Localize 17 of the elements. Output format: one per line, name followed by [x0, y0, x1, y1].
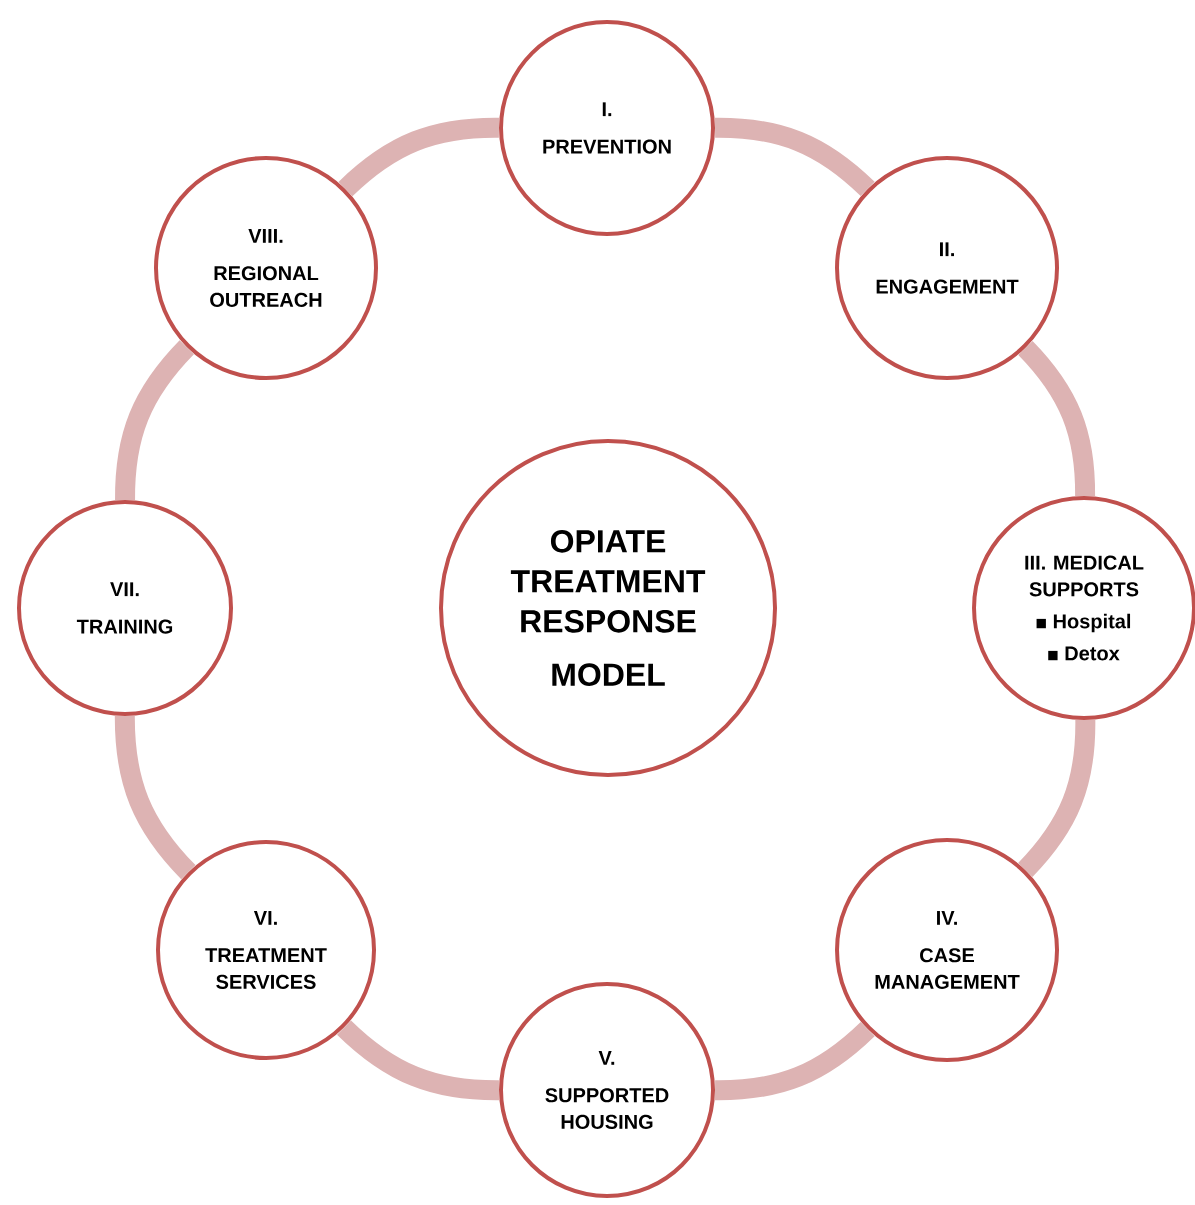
circle-node: I. PREVENTION — [499, 20, 715, 236]
circle-node: VI. TREATMENT SERVICES — [156, 840, 376, 1060]
ring-segment — [114, 715, 196, 879]
circle-node: IV. CASE MANAGEMENT — [835, 838, 1059, 1062]
ring-segment — [337, 1020, 500, 1101]
circle-node: VII. TRAINING — [17, 500, 233, 716]
ring-segment — [1017, 719, 1096, 877]
circle-node: III. MEDICAL SUPPORTS Hospital Detox — [972, 496, 1195, 720]
circle-node: VIII. REGIONAL OUTREACH — [154, 156, 378, 380]
circle-node: OPIATE TREATMENT RESPONSE MODEL — [439, 439, 777, 777]
ring-segment — [714, 117, 875, 197]
ring-segment — [115, 340, 195, 501]
ring-segment — [714, 1021, 875, 1101]
ring-segment — [1018, 341, 1096, 497]
circle-node: V. SUPPORTED HOUSING — [499, 982, 715, 1198]
ring-segment — [338, 117, 500, 197]
circle-node: II. ENGAGEMENT — [835, 156, 1059, 380]
